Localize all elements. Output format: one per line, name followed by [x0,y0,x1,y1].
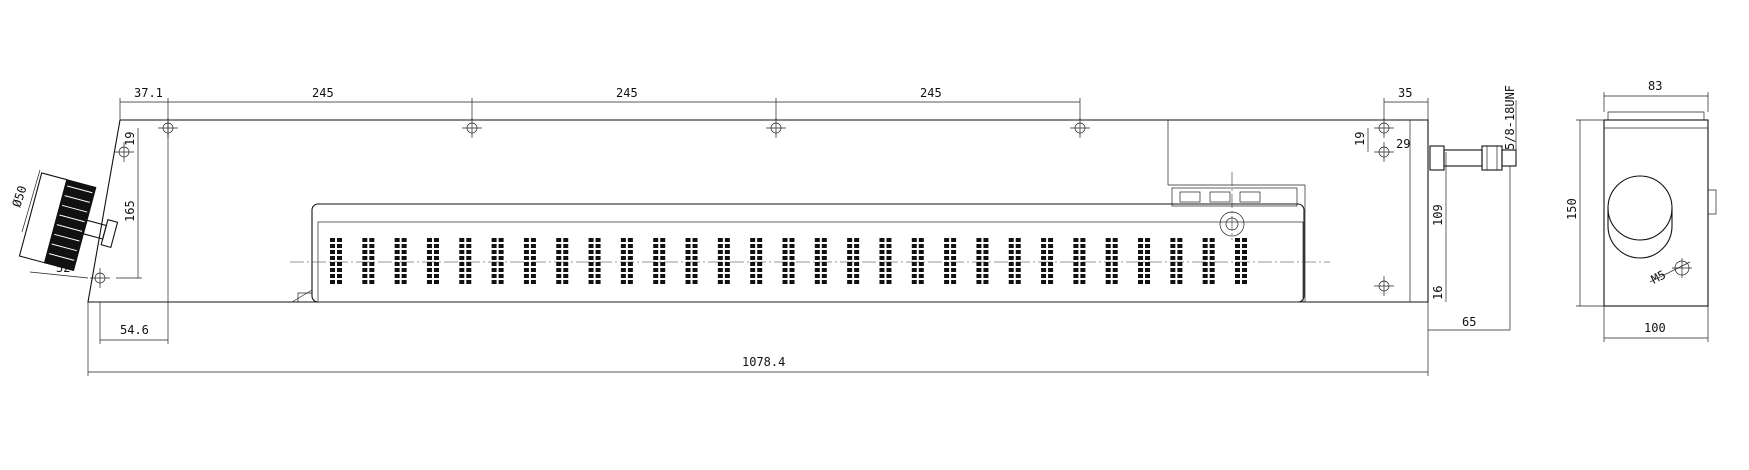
vent-slot [556,238,569,284]
vent-slot [523,238,536,284]
dim-left-offset: 37.1 [134,86,163,100]
dim-right-109: 109 [1431,204,1445,226]
dim-right-29: 29 [1396,137,1410,151]
air-fitting [1429,145,1517,171]
front-view: 37.1 245 245 245 35 19 165 Ø50 52 54.6 1… [10,85,1517,376]
vent-slot [750,238,763,284]
vent-slot [426,238,439,284]
vent-slot [717,238,730,284]
vent-slot [847,238,860,284]
dim-side-height: 150 [1565,198,1579,220]
dimension-lines [21,98,1517,376]
dim-side-top-width: 83 [1648,79,1662,93]
vent-slot [944,238,957,284]
vent-slot [1170,238,1183,284]
side-knob [1607,175,1673,241]
vent-slot [330,238,342,284]
side-housing [1603,119,1709,307]
vent-slot [976,238,989,284]
vent-slot [394,238,407,284]
dim-hole-top-right: 19 [1353,132,1367,146]
vent-slot [1073,238,1086,284]
vent-slot [653,238,666,284]
dim-bottom-left: 54.6 [120,323,149,337]
dim-pitch-3: 245 [920,86,942,100]
vent-slot [1138,238,1151,284]
dim-knob-offset: 52 [56,261,70,275]
dim-left-height: 165 [123,200,137,222]
vent-slot [459,238,472,284]
vent-slot [911,238,924,284]
vent-slot [814,238,827,284]
vent-slot [620,238,633,284]
side-view: 83 150 100 M5 [1565,79,1717,342]
vent-slots [330,238,1247,284]
mount-holes [90,118,1394,296]
vent-slot [879,238,892,284]
vent-slot [1235,238,1247,284]
dim-fitting-65: 65 [1462,315,1476,329]
dim-overall-length: 1078.4 [742,355,785,369]
dim-right-offset: 35 [1398,86,1412,100]
adjustment-knob [18,172,119,272]
vent-slot [362,238,375,284]
dim-hole-top-left: 19 [123,132,137,146]
dim-right-16: 16 [1431,286,1445,300]
dim-side-screw: M5 [1649,268,1668,287]
vent-slot [588,238,601,284]
dim-thread: 5/8-18UNF [1503,85,1517,150]
connector-block [1171,172,1298,240]
vent-slot [782,238,795,284]
vent-slot [1105,238,1118,284]
dim-side-bottom-width: 100 [1644,321,1666,335]
dim-pitch-1: 245 [312,86,334,100]
dim-pitch-2: 245 [616,86,638,100]
vent-slot [1008,238,1021,284]
vent-slot [1041,238,1054,284]
vent-slot [1202,238,1215,284]
vent-slot [491,238,504,284]
vent-slot [685,238,698,284]
dim-knob-diameter: Ø50 [10,184,30,209]
